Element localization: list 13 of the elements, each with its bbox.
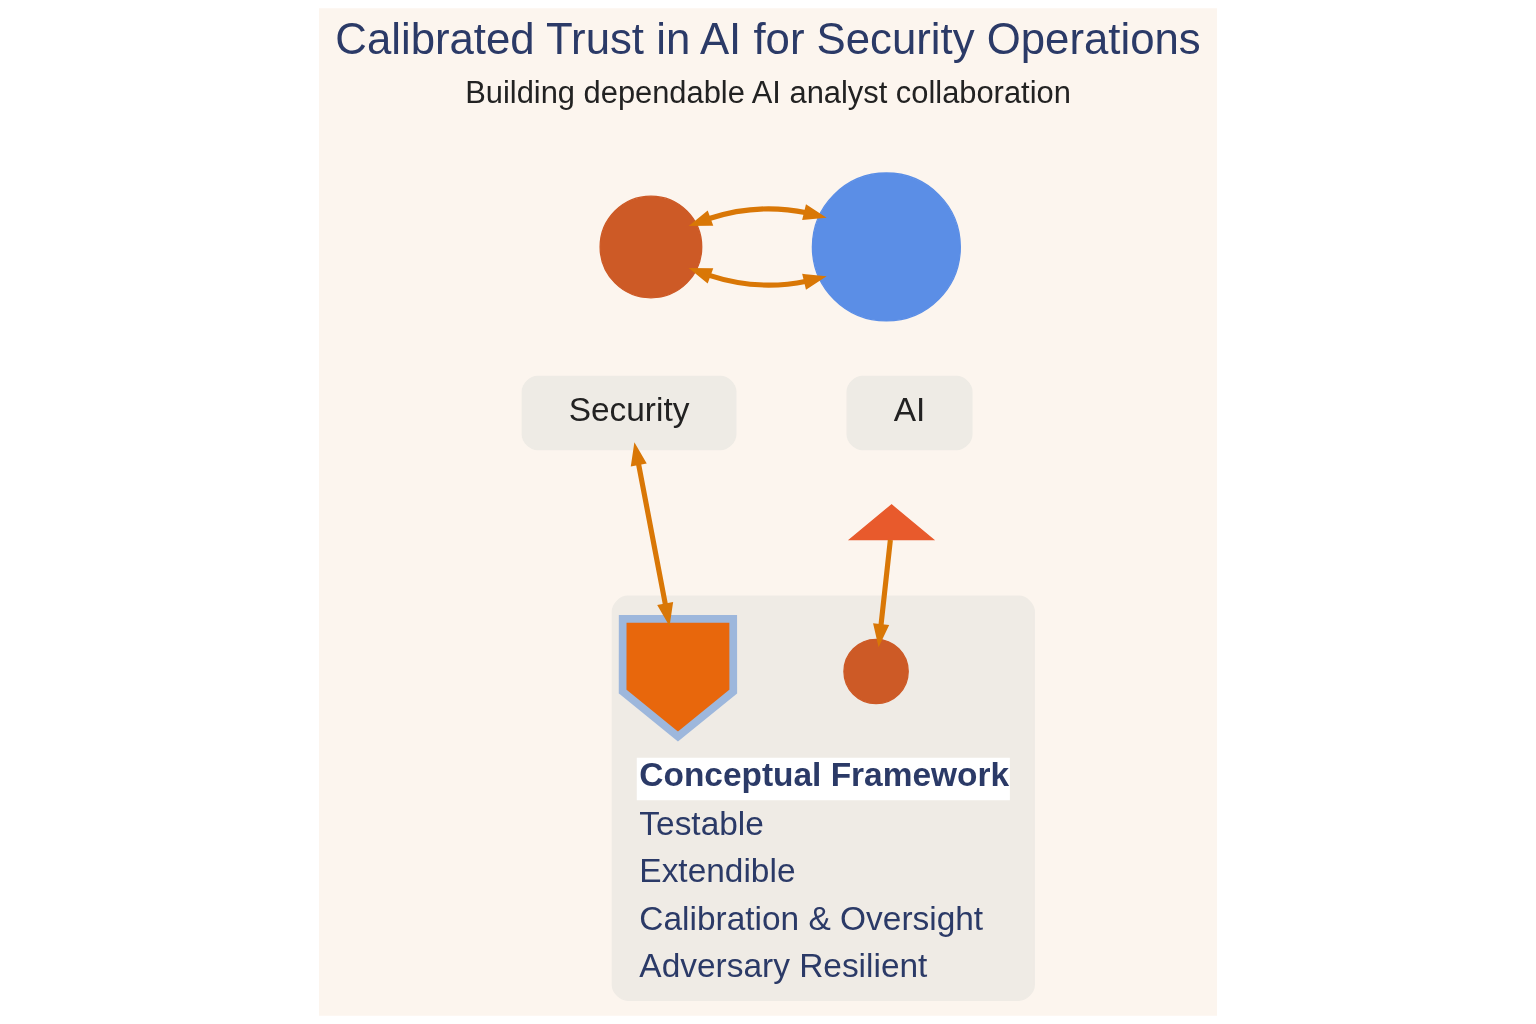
node-person	[599, 195, 703, 299]
arrow	[873, 539, 893, 648]
node-head	[811, 172, 961, 322]
arrow	[688, 267, 827, 290]
node-person	[843, 638, 909, 705]
node-box: Security	[521, 375, 737, 451]
label: Building dependable AI analyst collaboration	[465, 74, 1071, 110]
node-shield	[618, 615, 738, 742]
arrow	[688, 204, 827, 227]
cluster: Conceptual Framework Testable Extendible Calibration & Oversight Adversary Resilient	[611, 595, 1035, 1001]
diagram-title: Calibrated Trust in AI for Security Operations	[335, 13, 1201, 63]
node-triangle	[847, 504, 936, 541]
arrow	[630, 442, 674, 627]
